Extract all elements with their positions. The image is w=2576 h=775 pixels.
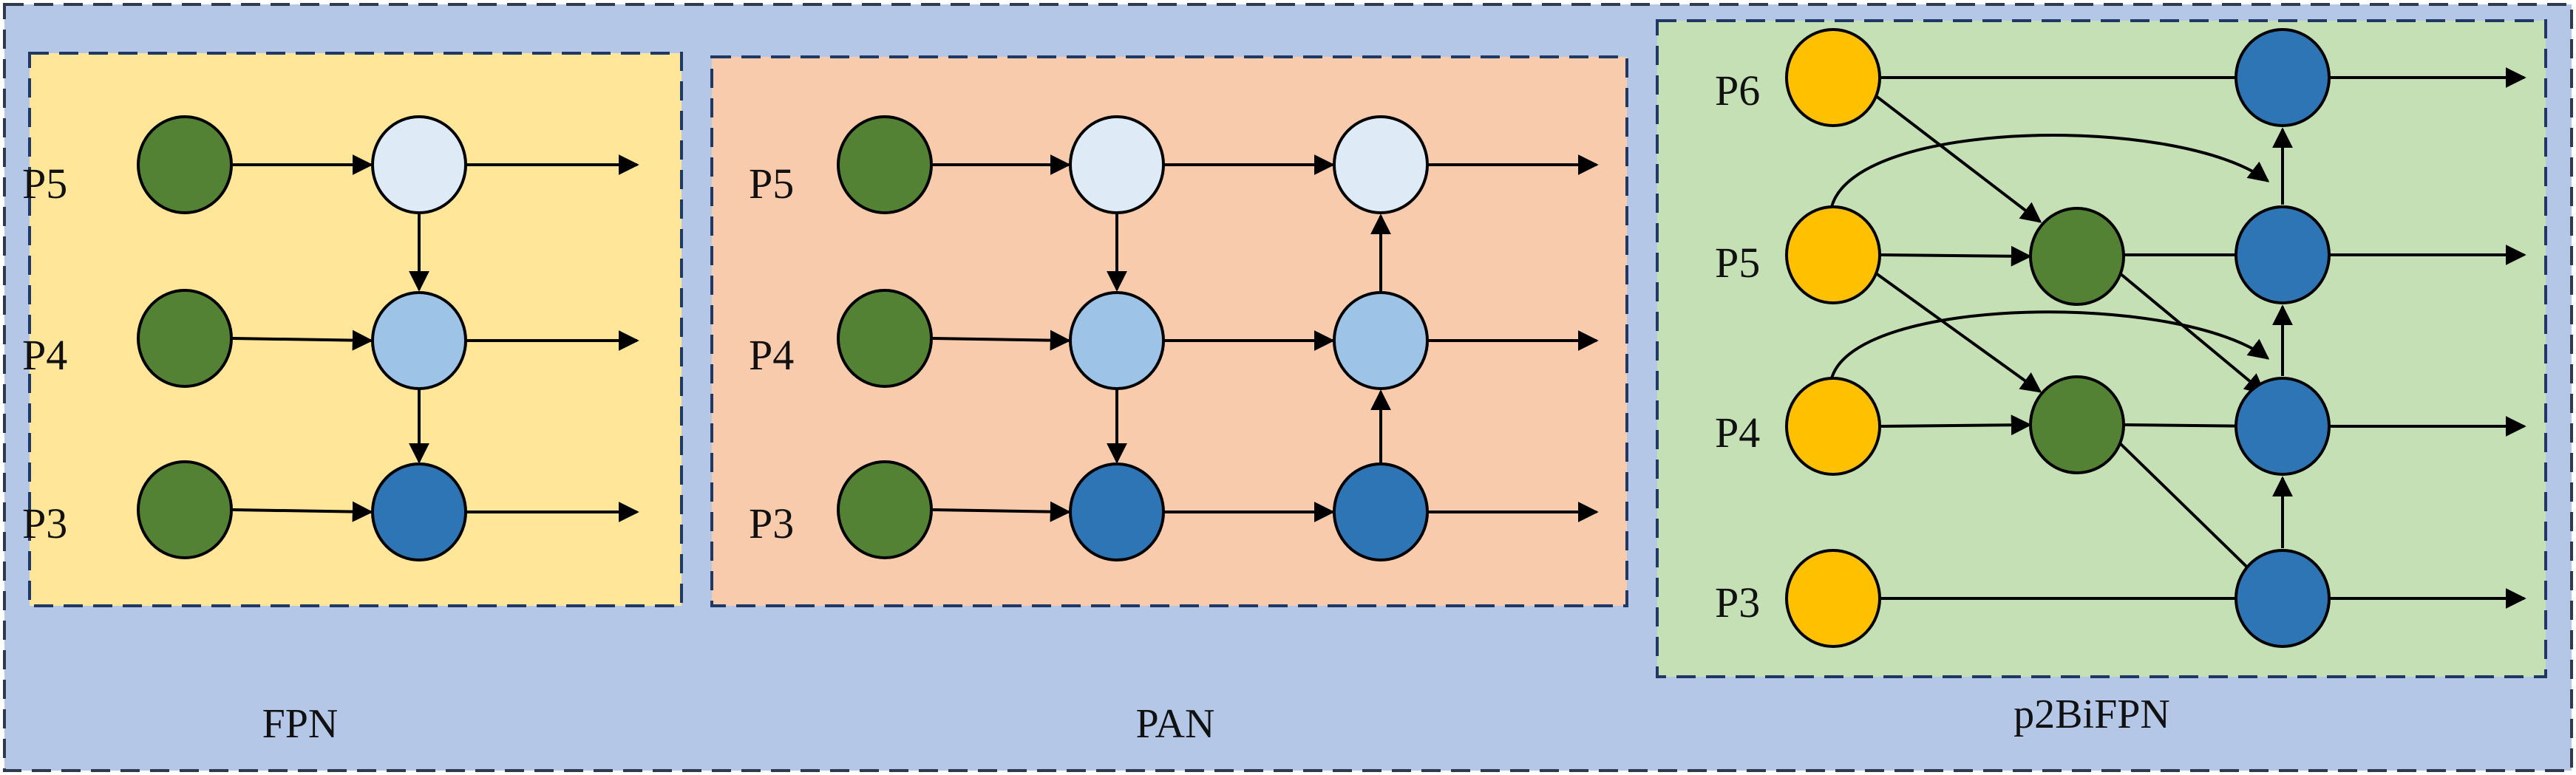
bifpn-output-node-p3	[2235, 549, 2331, 648]
fpn-panel-label: FPN	[262, 701, 339, 747]
bifpn-output-node-p5	[2235, 205, 2331, 304]
bifpn-level-label: P5	[1715, 239, 1760, 287]
pan-panel-label: PAN	[1136, 701, 1215, 747]
fpn-panel-box	[28, 52, 683, 607]
pan-level-label: P3	[749, 499, 794, 547]
pan-topdown-node-p4	[1069, 291, 1165, 390]
bifpn-input-node-p5	[1785, 205, 1881, 304]
fpn-level-label: P4	[22, 331, 67, 379]
bifpn-level-label: P4	[1715, 409, 1760, 457]
bifpn-edge	[2118, 442, 2266, 585]
bifpn-edge	[1875, 272, 2042, 393]
bifpn-intermediate-node-p5	[2029, 207, 2125, 306]
bifpn-panel-label: p2BiFPN	[2013, 692, 2170, 737]
fpn-panel: P5 P4 P3 FPN	[22, 52, 683, 747]
bifpn-edge	[2118, 272, 2266, 395]
fpn-output-node-p5	[371, 115, 467, 214]
bifpn-edge	[1880, 245, 2032, 267]
bifpn-edge	[1830, 310, 2270, 379]
bifpn-input-node-p3	[1785, 549, 1881, 648]
bifpn-output-node-p6	[2235, 28, 2331, 127]
pan-bottomup-node-p3	[1333, 462, 1429, 561]
bifpn-level-label: P6	[1715, 66, 1760, 115]
pan-edge	[932, 501, 1071, 522]
bifpn-edge	[1830, 134, 2270, 208]
fpn-input-node-p3	[137, 460, 233, 559]
fpn-edge	[232, 501, 373, 522]
fpn-input-node-p5	[137, 115, 233, 214]
pan-input-node-p3	[837, 460, 933, 559]
fpn-output-node-p4	[371, 291, 467, 390]
bifpn-panel: P6 P5 P4 P3	[1656, 19, 2547, 737]
fpn-level-label: P5	[22, 160, 67, 208]
bifpn-output-node-p4	[2235, 377, 2331, 476]
pan-bottomup-node-p4	[1333, 291, 1429, 390]
pan-level-label: P4	[749, 331, 794, 379]
pan-level-label: P5	[749, 160, 794, 208]
pan-topdown-node-p5	[1069, 115, 1165, 214]
pan-panel: P5 P4 P3 PAN	[710, 55, 1628, 747]
fpn-input-node-p4	[137, 289, 233, 388]
fpn-level-label: P3	[22, 499, 67, 547]
bifpn-intermediate-node-p4	[2029, 375, 2125, 474]
fpn-output-node-p3	[371, 462, 467, 561]
bifpn-edge	[1880, 414, 2032, 436]
bifpn-input-node-p6	[1785, 28, 1881, 127]
bifpn-edge	[1875, 95, 2042, 223]
bifpn-input-node-p4	[1785, 377, 1881, 476]
pan-input-node-p4	[837, 289, 933, 388]
pan-input-node-p5	[837, 115, 933, 214]
pan-bottomup-node-p5	[1333, 115, 1429, 214]
pan-topdown-node-p3	[1069, 462, 1165, 561]
bifpn-level-label: P3	[1715, 578, 1760, 627]
pan-edge	[932, 330, 1071, 351]
fpn-edge	[232, 330, 373, 351]
